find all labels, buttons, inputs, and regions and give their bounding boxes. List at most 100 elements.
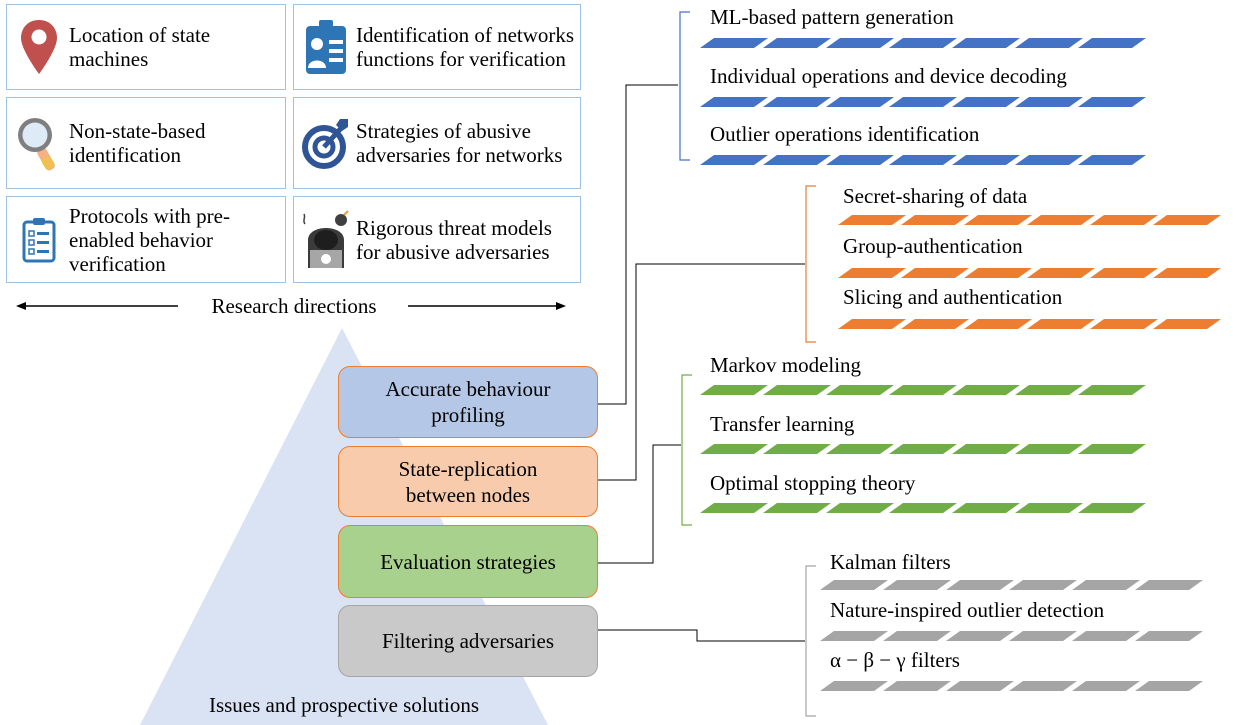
stripe-segment (826, 385, 894, 395)
research-card-protocols: Protocols with pre-enabled behavior veri… (6, 196, 286, 283)
stripe-segment (826, 444, 894, 454)
issue-box: Accurate behaviour profiling (338, 366, 598, 438)
solution-text: Nature-inspired outlier detection (830, 598, 1105, 622)
stripe-segment (763, 38, 831, 48)
stripe-segment (889, 155, 957, 165)
issue-text: Evaluation strategies (380, 549, 556, 574)
stripe-segment (1009, 580, 1077, 590)
stripe-segment (763, 385, 831, 395)
stripe-segment (883, 681, 951, 691)
hacker-icon (302, 197, 350, 282)
stripe-segment (700, 385, 768, 395)
stripe-segment (763, 444, 831, 454)
stripe-segment (1009, 631, 1077, 641)
stripe-segment (946, 580, 1014, 590)
solution-text: Markov modeling (710, 353, 862, 377)
stripe-segment (1078, 38, 1146, 48)
stripe-segment (964, 268, 1032, 278)
stripe-segment (946, 631, 1014, 641)
research-card-text: Strategies of abusive adversaries for ne… (356, 119, 563, 167)
stripe-segment (1015, 155, 1083, 165)
stripe-segment (838, 319, 906, 329)
stripe-segment (889, 385, 957, 395)
bracket-gray (805, 565, 816, 717)
stripe-segment (1153, 319, 1221, 329)
issue-box: Evaluation strategies (338, 525, 598, 598)
stripe-segment (1078, 97, 1146, 107)
target-icon (302, 98, 350, 188)
pyramid-label: Issues and prospective solutions (208, 693, 480, 717)
clipboard-icon (15, 197, 63, 282)
stripe-segment (964, 215, 1032, 225)
research-card-identification: Identification of networks functions for… (293, 4, 581, 90)
stripe-segment (820, 631, 888, 641)
research-card-strategies: Strategies of abusive adversaries for ne… (293, 97, 581, 189)
stripe-segment (1009, 681, 1077, 691)
solution-text: Individual operations and device decodin… (710, 64, 1067, 88)
solution-text: Slicing and authentication (843, 285, 1063, 309)
stripe-segment (700, 38, 768, 48)
stripe-segment (826, 155, 894, 165)
stripe-segment (700, 503, 768, 513)
stripe-segment (1135, 580, 1203, 590)
stripe-segment (820, 580, 888, 590)
stripe-segment (1015, 385, 1083, 395)
stripe-segment (952, 38, 1020, 48)
issue-text: State-replication between nodes (398, 456, 538, 507)
stripe-segment (700, 155, 768, 165)
stripe-segment (1072, 580, 1140, 590)
bracket-green (681, 374, 692, 526)
stripe-segment (952, 385, 1020, 395)
stripe-segment (901, 215, 969, 225)
research-card-non-state: Non-state-based identification (6, 97, 286, 189)
issue-text: Accurate behaviour profiling (385, 377, 551, 427)
stripe-segment (700, 444, 768, 454)
stripe-segment (1015, 444, 1083, 454)
research-card-text: Rigorous threat models for abusive adver… (356, 215, 552, 264)
stripe-segment (1078, 503, 1146, 513)
stripe-segment (1078, 385, 1146, 395)
stripe-segment (964, 319, 1032, 329)
stripe-segment (1090, 268, 1158, 278)
solution-text: Optimal stopping theory (710, 471, 916, 495)
stripe-segment (1153, 215, 1221, 225)
stripe-segment (826, 38, 894, 48)
stripe-segment (763, 503, 831, 513)
stripe-segment (952, 97, 1020, 107)
stripe-segment (1072, 631, 1140, 641)
stripe-segment (763, 97, 831, 107)
issue-box: State-replication between nodes (338, 446, 598, 517)
solution-text: Transfer learning (710, 412, 855, 436)
stripe-segment (946, 681, 1014, 691)
solution-text: α − β − γ filters (830, 648, 960, 672)
solution-text: ML-based pattern generation (710, 5, 954, 29)
stripe-segment (1027, 319, 1095, 329)
solution-text: Secret-sharing of data (843, 184, 1028, 208)
stripe-segment (1027, 215, 1095, 225)
stripe-segment (883, 631, 951, 641)
stripe-segment (700, 97, 768, 107)
solution-text: Group-authentication (843, 234, 1023, 258)
stripe-segment (883, 580, 951, 590)
bracket-orange (805, 185, 816, 343)
issue-text: Filtering adversaries (381, 629, 555, 653)
stripe-segment (1015, 38, 1083, 48)
research-card-text: Protocols with pre-enabled behavior veri… (69, 203, 230, 276)
stripe-segment (889, 97, 957, 107)
stripe-segment (838, 215, 906, 225)
stripe-segment (1015, 97, 1083, 107)
research-card-location: Location of state machines (6, 4, 286, 90)
stripe-segment (826, 503, 894, 513)
stripe-segment (1072, 681, 1140, 691)
stripe-segment (1027, 268, 1095, 278)
research-card-threat-models: Rigorous threat models for abusive adver… (293, 196, 581, 283)
stripe-segment (1090, 215, 1158, 225)
stripe-segment (826, 97, 894, 107)
stripe-segment (1015, 503, 1083, 513)
solution-text: Outlier operations identification (710, 122, 980, 146)
stripe-segment (952, 503, 1020, 513)
stripe-segment (1090, 319, 1158, 329)
solution-text: Kalman filters (830, 550, 951, 574)
id-badge-icon (302, 5, 350, 89)
